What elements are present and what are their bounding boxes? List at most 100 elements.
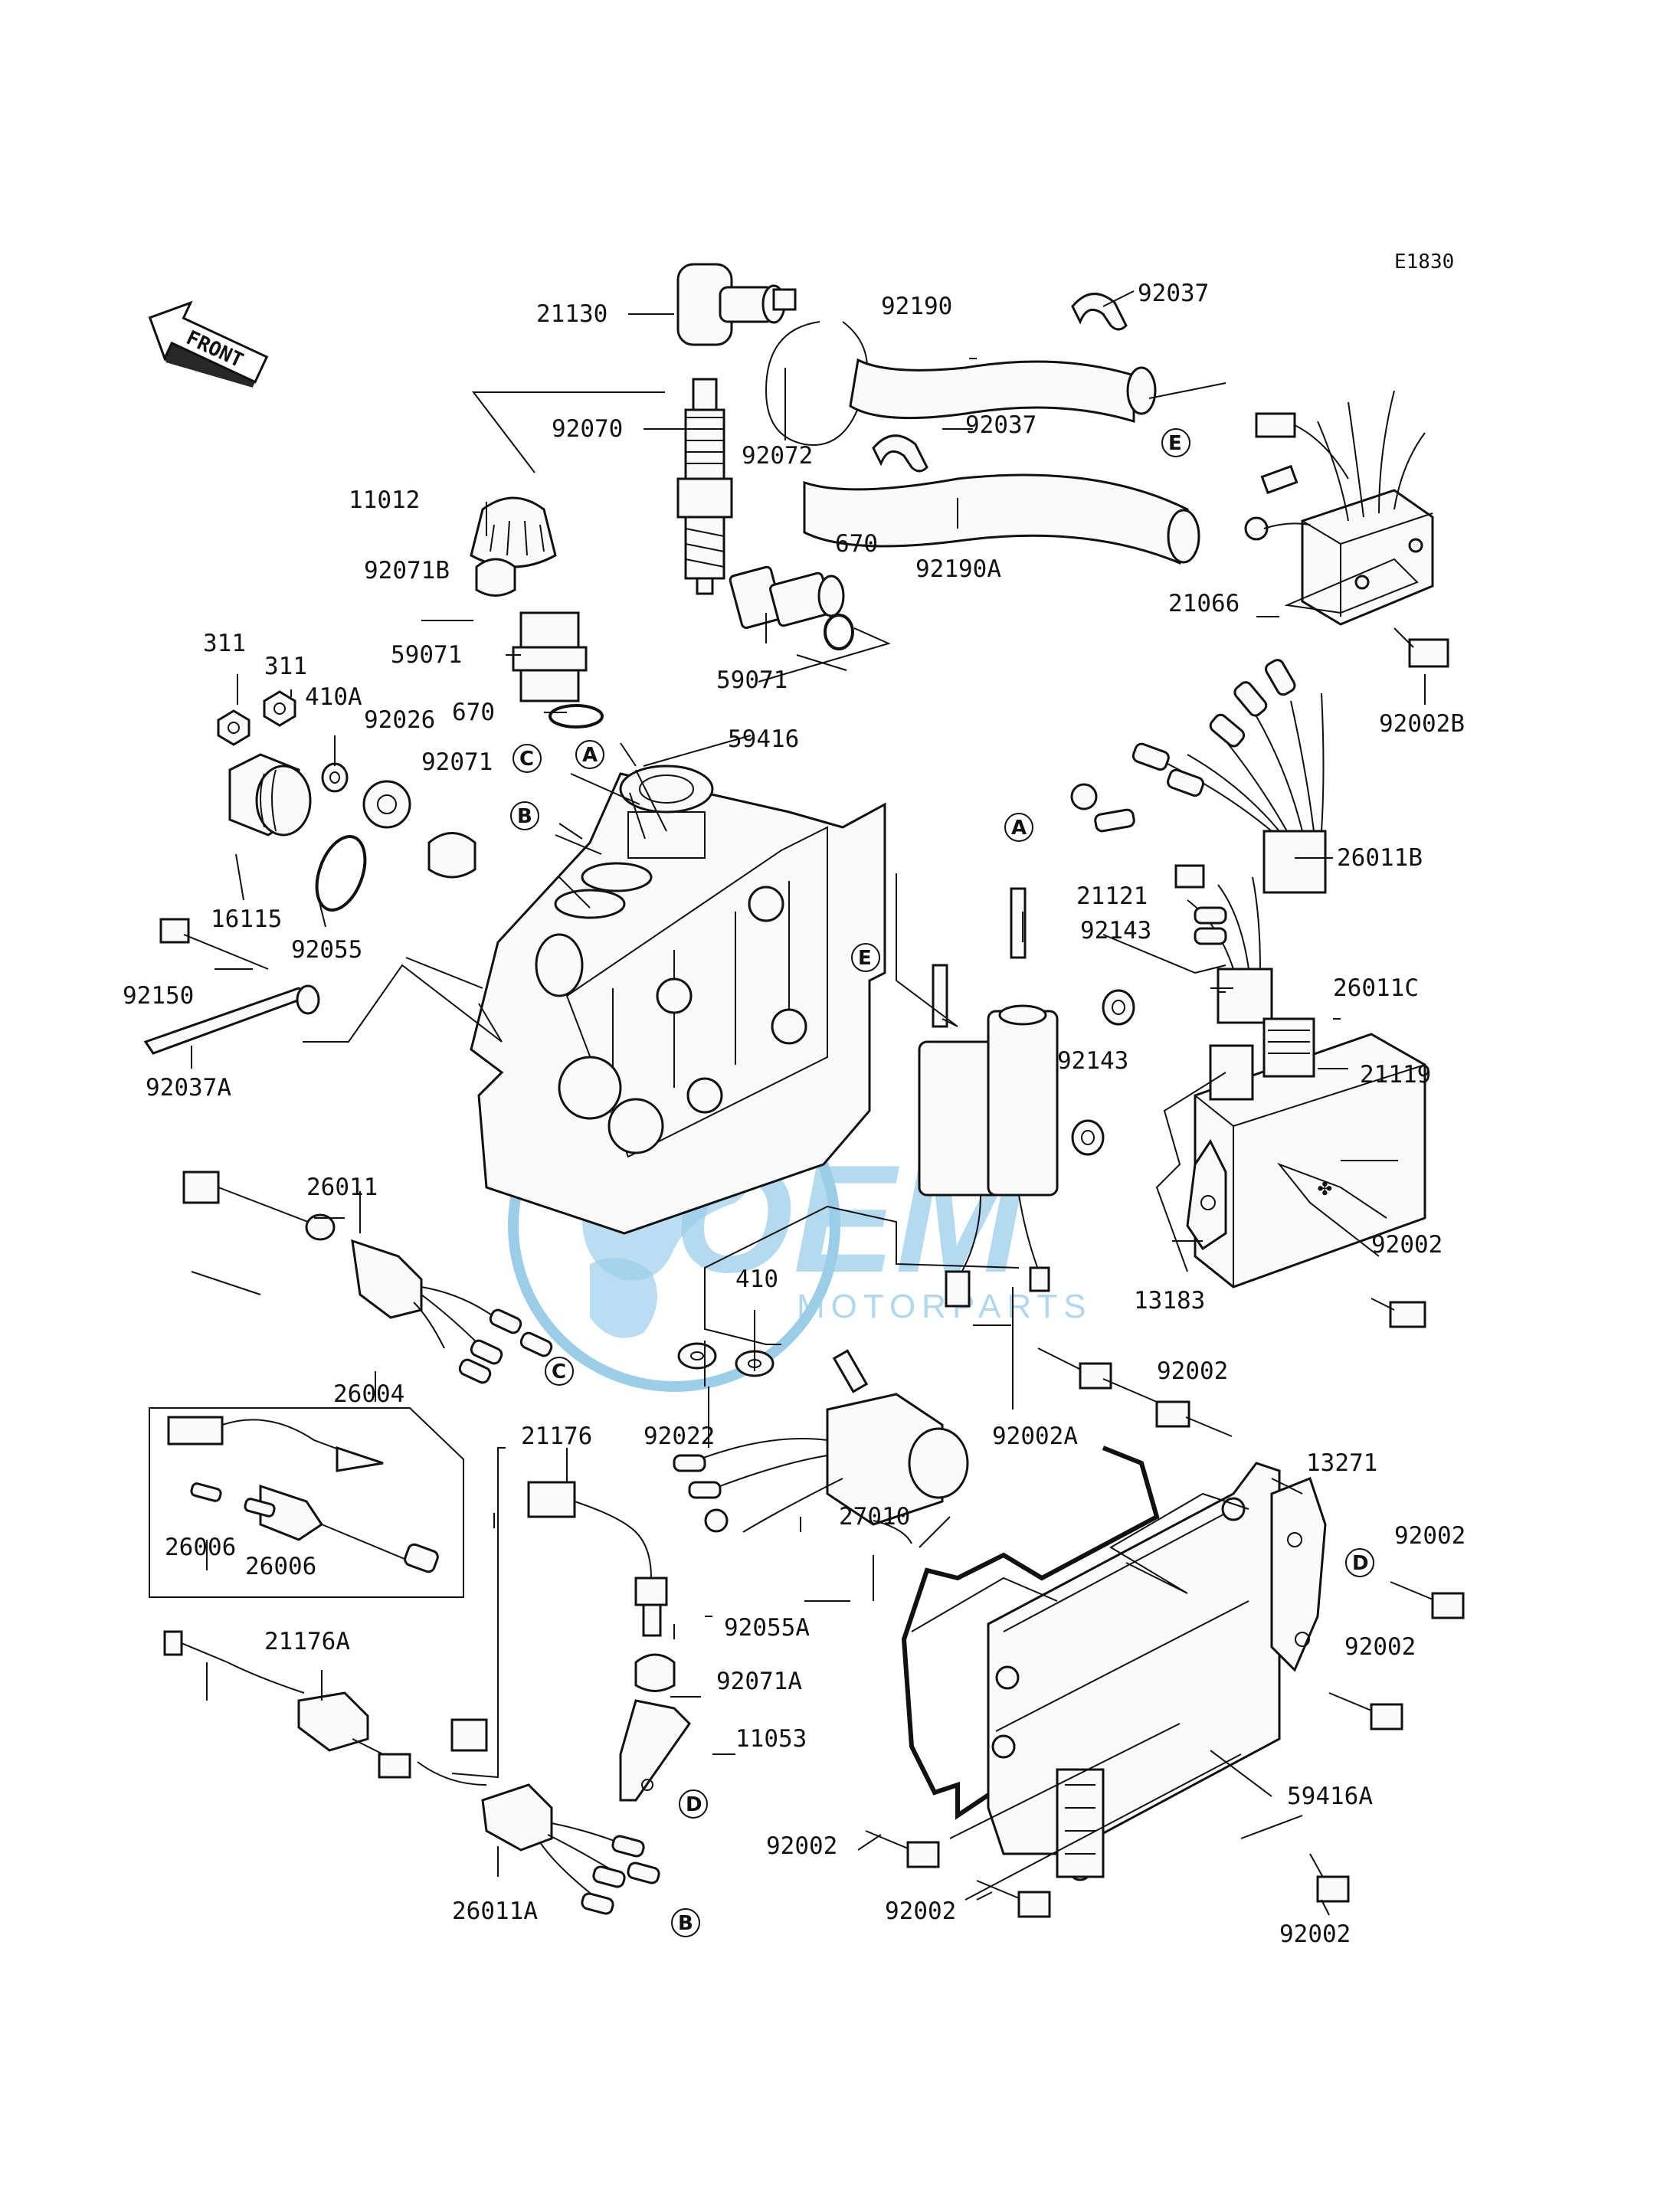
label-92071b: 92071B: [364, 557, 450, 584]
fitting-59071-left: [512, 611, 588, 702]
label-26011b: 26011B: [1337, 844, 1423, 872]
clip-92037-mid: [872, 434, 928, 473]
label-92002-r1: 92002: [1371, 1231, 1443, 1259]
callout-d-right: D: [1345, 1548, 1374, 1577]
label-21130: 21130: [536, 300, 607, 328]
bolt-92002-c: [1155, 1400, 1233, 1437]
label-21066: 21066: [1168, 590, 1240, 617]
label-92022: 92022: [644, 1423, 715, 1450]
regulator-21066: [1244, 390, 1434, 626]
label-11012: 11012: [349, 486, 420, 514]
bolt-92002-bm: [976, 1880, 1051, 1918]
spark-plug: [676, 378, 733, 595]
label-92002a: 92002A: [992, 1423, 1078, 1450]
cover-59416a: [987, 1462, 1281, 1881]
svg-text:D: D: [1352, 1552, 1369, 1575]
svg-text:D: D: [686, 1793, 702, 1816]
callouts: A C B E A E C D D B: [510, 428, 1374, 1937]
grommet-92026: [362, 780, 411, 829]
damper-92071a: [634, 1653, 676, 1692]
tie-92037a: [143, 984, 320, 1055]
nut-311-b: [263, 690, 296, 727]
part-labels: 21130 92070 92072 92190 92037 92037 9219…: [123, 280, 1465, 1948]
label-92002-r3: 92002: [1344, 1633, 1416, 1661]
label-92190: 92190: [881, 293, 952, 320]
bolt-92002a: [1037, 1347, 1112, 1390]
label-59071-right: 59071: [716, 666, 788, 694]
hose-92190: [849, 358, 1157, 424]
diagram-code: E1830: [1394, 250, 1454, 273]
label-92143-b: 92143: [1057, 1047, 1128, 1075]
washer-92022: [677, 1342, 717, 1370]
label-92037-mid: 92037: [965, 411, 1036, 439]
damper-92143-a: [1102, 989, 1135, 1026]
leader-lines: [191, 290, 1426, 1916]
label-26011a: 26011A: [452, 1897, 538, 1925]
label-92037a: 92037A: [146, 1074, 231, 1102]
svg-text:A: A: [1011, 817, 1027, 840]
label-59416: 59416: [728, 725, 799, 753]
hose-92190a: [803, 473, 1200, 565]
bolt-92002-r1: [1371, 1298, 1426, 1328]
svg-text:C: C: [552, 1360, 566, 1383]
svg-text:B: B: [517, 805, 532, 828]
label-92002-br: 92002: [1279, 1920, 1351, 1948]
sensor-kit-26004: [149, 1407, 464, 1598]
front-arrow: FRONT: [148, 300, 269, 388]
label-26006-b: 26006: [245, 1553, 316, 1580]
bracket-11053: [619, 1699, 691, 1802]
label-59416a: 59416A: [1287, 1783, 1373, 1810]
callout-c-left: C: [545, 1357, 574, 1386]
watermark-sub: MOTORPARTS: [797, 1288, 1092, 1325]
label-13183: 13183: [1134, 1287, 1205, 1315]
label-311-b: 311: [264, 653, 307, 680]
damper-92143-b: [1071, 1119, 1105, 1156]
spark-plug-cap: [676, 263, 786, 346]
washer-410a: [321, 762, 349, 793]
bolt-92002b: [1393, 627, 1449, 668]
harness-21176a: [163, 1630, 411, 1779]
fitting-59071-right: [729, 565, 845, 629]
igniter-logo: ✤: [1318, 1174, 1332, 1201]
label-26006-a: 26006: [165, 1534, 236, 1561]
label-92072: 92072: [742, 442, 813, 470]
label-26011: 26011: [306, 1174, 378, 1201]
plug-16115: [228, 753, 312, 837]
bracket-13271: [1270, 1477, 1327, 1672]
bolt-92002-r3: [1328, 1692, 1403, 1730]
label-92150: 92150: [123, 982, 194, 1010]
label-21176a: 21176A: [264, 1628, 350, 1655]
grommet-92071b: [475, 558, 516, 597]
switch-21176: [527, 1481, 668, 1637]
label-92071a: 92071A: [716, 1668, 802, 1695]
bolt-92002-br: [1309, 1853, 1350, 1903]
label-27010: 27010: [839, 1503, 910, 1531]
harness-26011b: [1070, 659, 1327, 894]
label-21119: 21119: [1360, 1061, 1431, 1089]
label-16115: 16115: [211, 905, 282, 933]
svg-text:E: E: [1168, 432, 1182, 455]
label-92037-top: 92037: [1138, 280, 1209, 307]
svg-text:A: A: [582, 744, 598, 767]
label-59071-left: 59071: [391, 641, 462, 669]
bolt-92002-r2: [1390, 1581, 1465, 1619]
label-410: 410: [735, 1265, 778, 1293]
harness-26011a: [417, 1718, 660, 1915]
label-670-top: 670: [835, 530, 878, 558]
svg-text:C: C: [519, 748, 534, 771]
plug-boot-11012: [470, 496, 557, 568]
label-92002-bl: 92002: [766, 1832, 837, 1860]
label-92055a: 92055A: [724, 1614, 810, 1642]
label-92190a: 92190A: [915, 555, 1001, 583]
label-92055: 92055: [291, 936, 362, 964]
label-92002-r2: 92002: [1394, 1522, 1465, 1550]
label-92071: 92071: [421, 748, 493, 776]
relay-27010: [673, 1349, 969, 1533]
label-92070: 92070: [552, 415, 623, 443]
svg-text:B: B: [678, 1912, 693, 1935]
svg-text:E: E: [858, 947, 872, 970]
ignition-coil: [918, 887, 1059, 1308]
callout-b-low: B: [671, 1908, 700, 1937]
oring-670-mid: [549, 704, 604, 729]
cover-59416: [470, 765, 886, 1235]
